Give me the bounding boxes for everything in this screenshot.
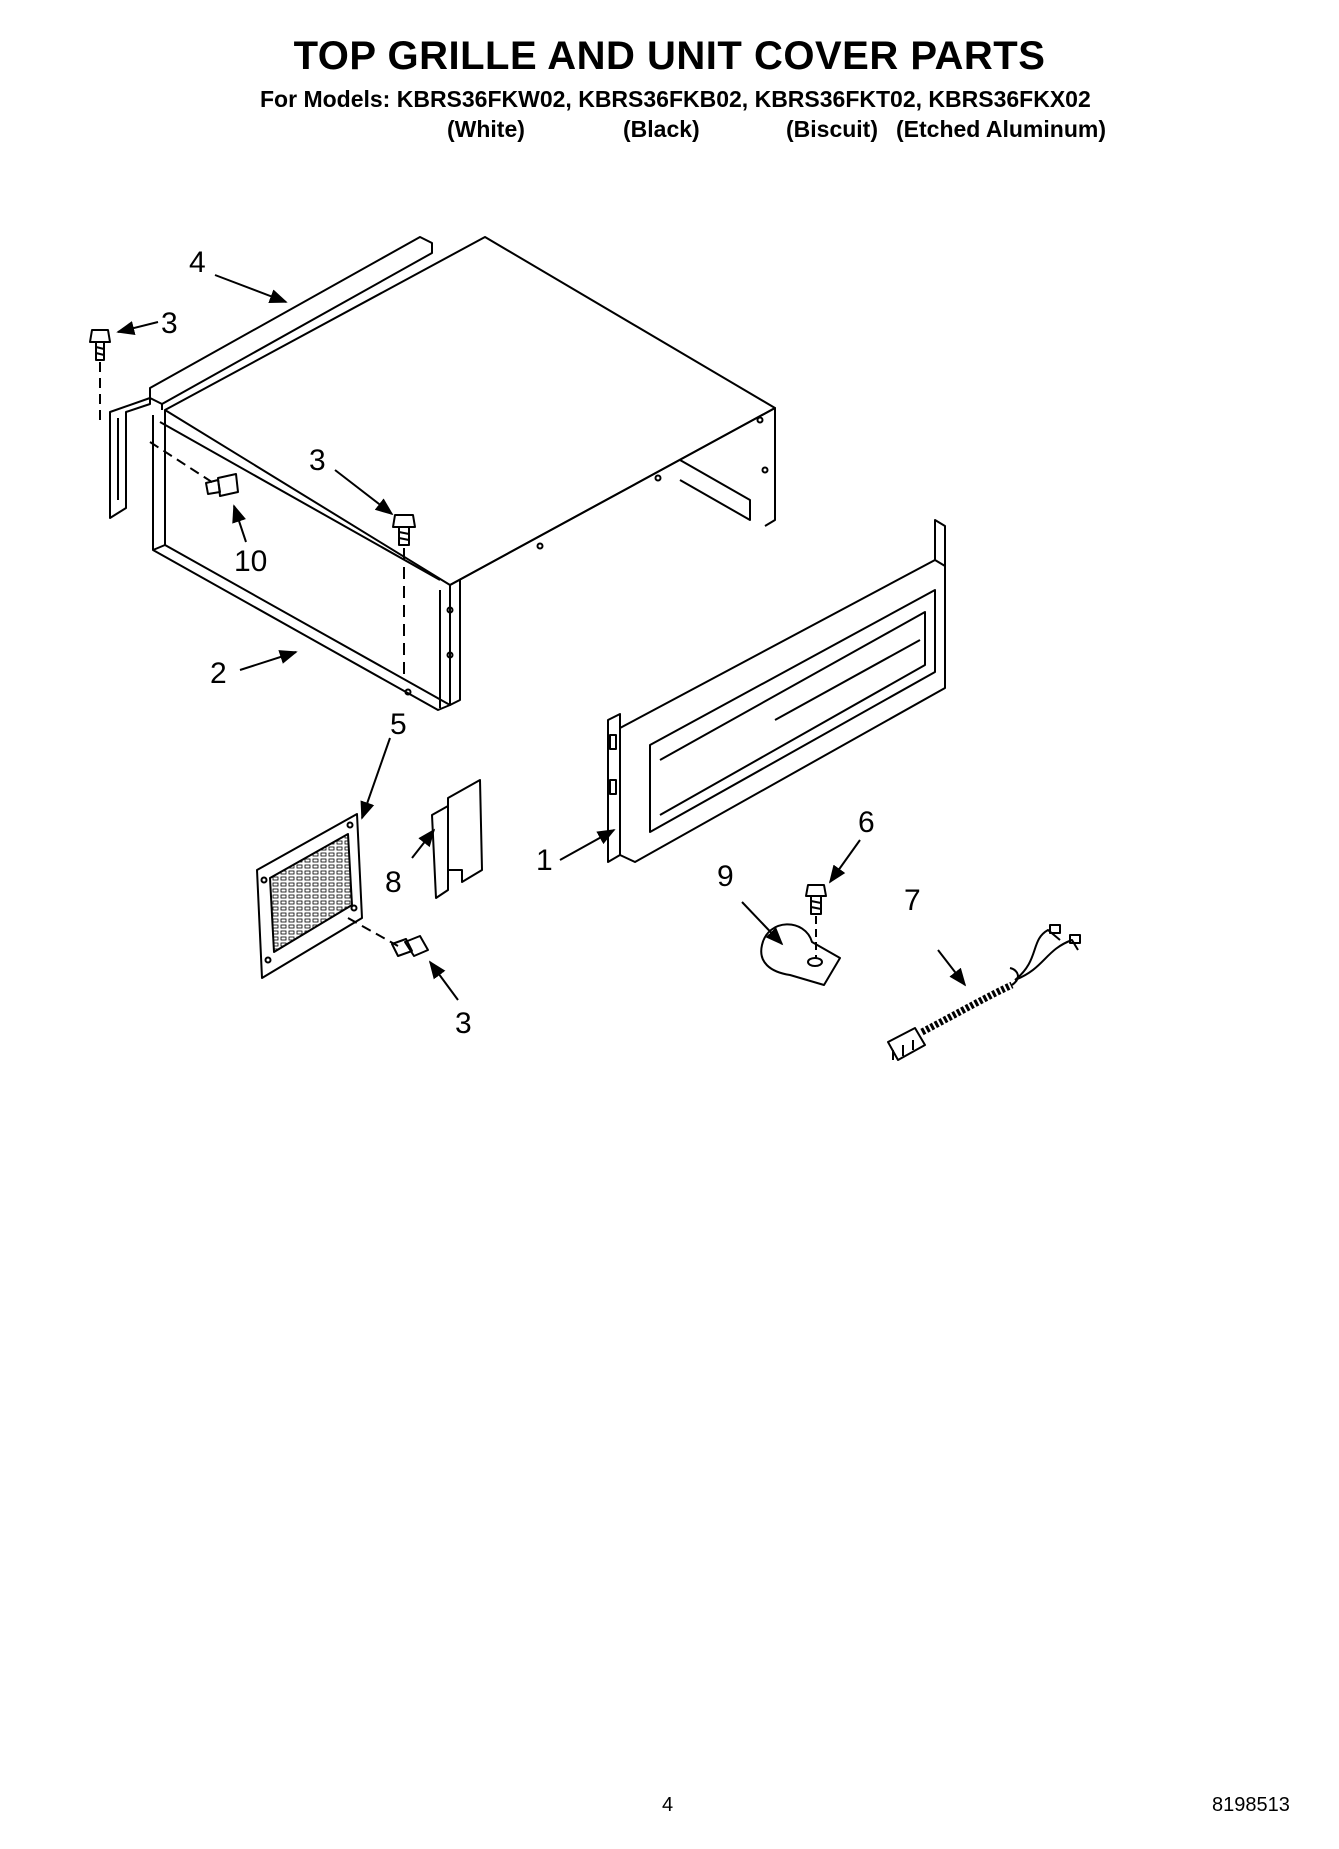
callout-3-center: 3 <box>309 444 326 477</box>
callout-7: 7 <box>904 884 921 917</box>
page-number: 4 <box>662 1794 674 1816</box>
screw-3-top-left <box>89 329 111 420</box>
screw-6 <box>805 884 827 958</box>
models-line: For Models: KBRS36FKW02, KBRS36FKB02, KB… <box>260 86 1091 112</box>
callout-4: 4 <box>189 246 206 279</box>
part-8-baffle <box>431 779 483 899</box>
callout-3-top-left: 3 <box>161 307 178 340</box>
callout-9: 9 <box>717 860 734 893</box>
finish-black: (Black) <box>623 116 700 142</box>
page-title: TOP GRILLE AND UNIT COVER PARTS <box>293 34 1046 78</box>
finish-biscuit: (Biscuit) <box>786 116 878 142</box>
leader-arrows <box>116 274 967 1001</box>
screw-3-center <box>392 514 416 680</box>
part-7-wire-harness <box>887 924 1081 1061</box>
document-number: 8198513 <box>1212 1794 1290 1816</box>
finish-white: (White) <box>447 116 525 142</box>
screw-10 <box>149 441 239 497</box>
callout-3-grille: 3 <box>455 1007 472 1040</box>
screw-3-grille <box>347 917 429 957</box>
callout-1: 1 <box>536 844 553 877</box>
part-4-rear-bracket <box>109 236 433 519</box>
part-1-top-grille-frame <box>607 519 946 863</box>
part-2-unit-cover <box>152 236 776 711</box>
callout-10: 10 <box>234 545 267 578</box>
callout-5: 5 <box>390 708 407 741</box>
callout-6: 6 <box>858 806 875 839</box>
part-5-grille <box>256 813 363 979</box>
callout-2: 2 <box>210 657 227 690</box>
finish-etched-aluminum: (Etched Aluminum) <box>896 116 1106 142</box>
callout-8: 8 <box>385 866 402 899</box>
